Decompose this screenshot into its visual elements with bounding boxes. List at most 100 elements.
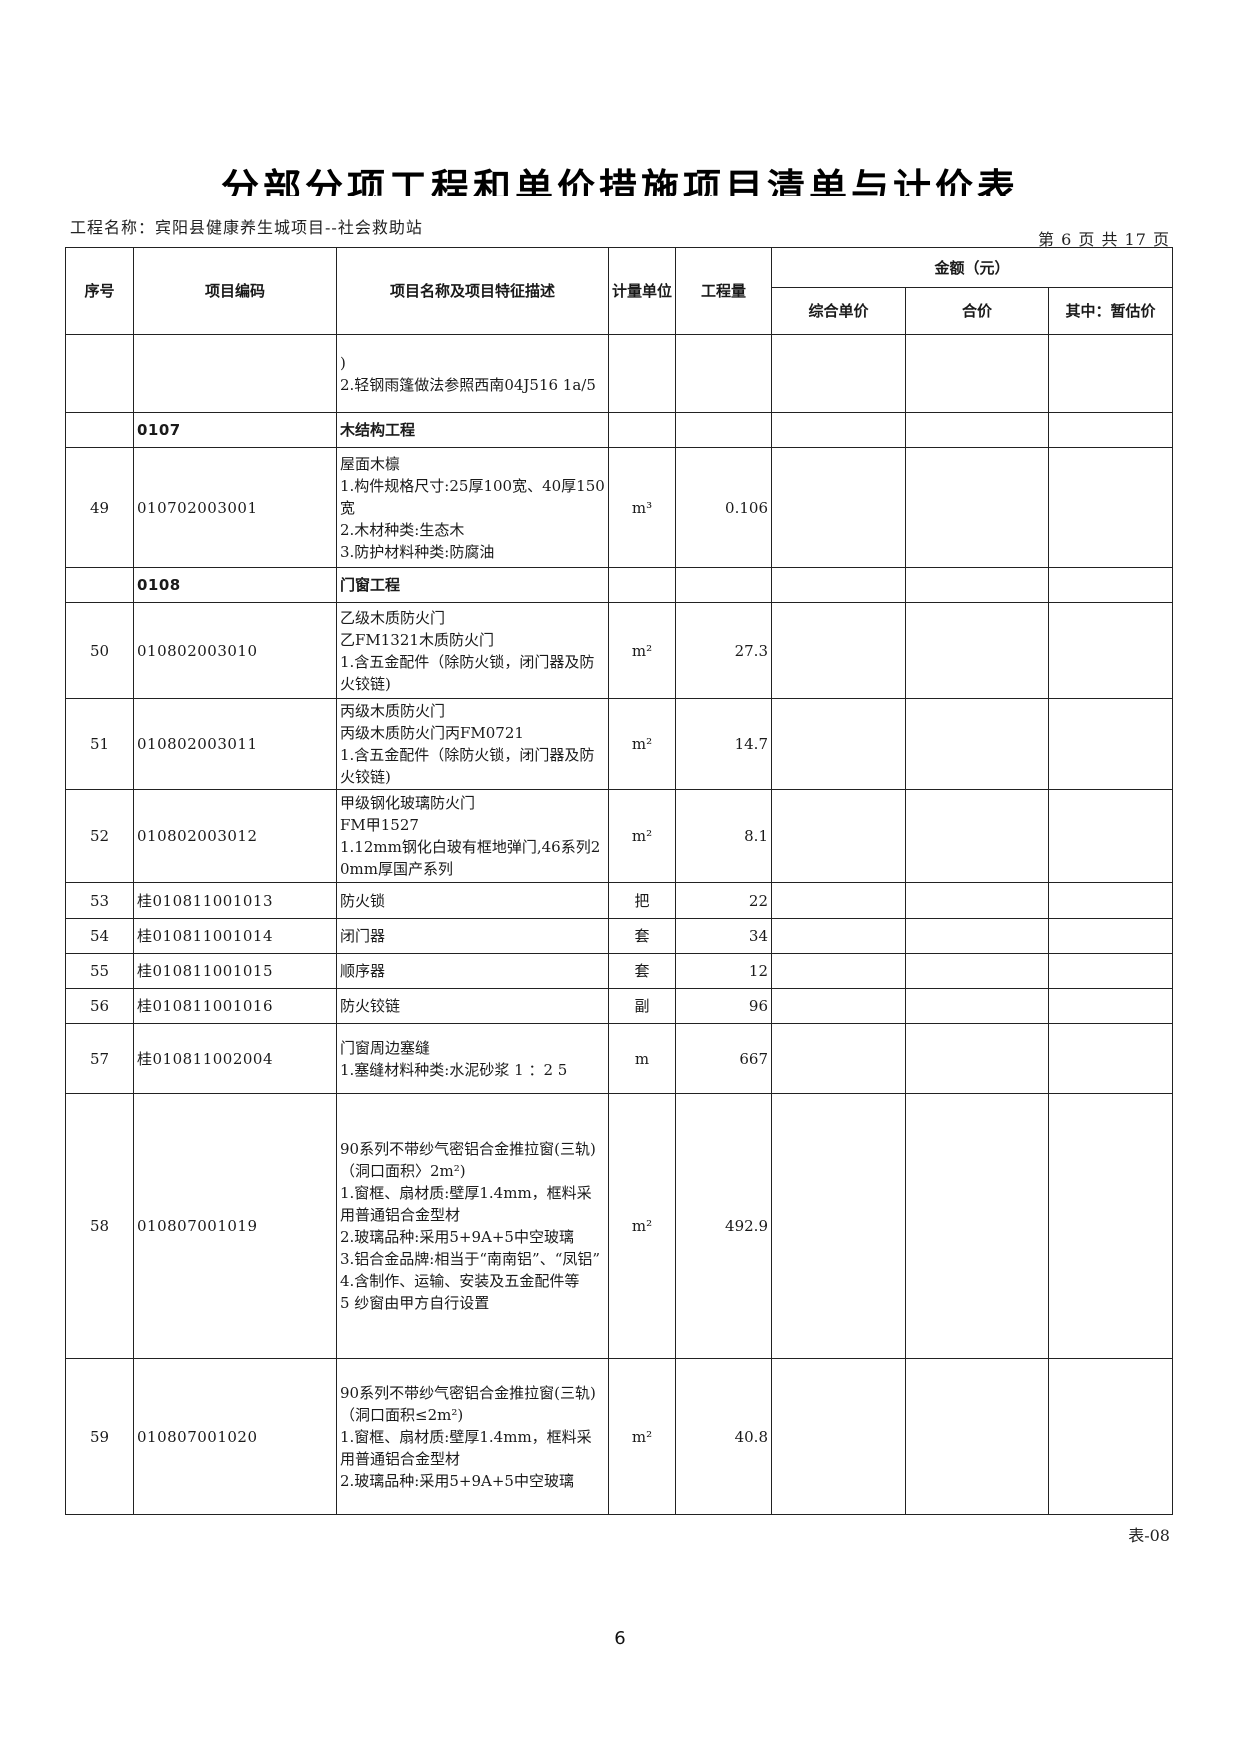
cell-provisional xyxy=(1047,882,1174,919)
cell-desc: 顺序器 xyxy=(336,953,609,989)
cell-no: 50 xyxy=(65,602,134,699)
cell-no: 55 xyxy=(65,953,134,989)
cell-unit-price xyxy=(771,1023,906,1094)
cell-desc: 90系列不带纱气密铝合金推拉窗(三轨)（洞口面积〉2m²) 1.窗框、扇材质:壁… xyxy=(336,1093,609,1359)
cell-unit: 把 xyxy=(608,882,676,919)
cell-code xyxy=(133,334,337,413)
page-info: 第 6 页 共 17 页 xyxy=(1038,230,1170,249)
cell-provisional xyxy=(1047,602,1174,699)
cell-unit-price xyxy=(771,918,906,954)
cell-unit-price xyxy=(771,882,906,919)
cell-code: 0107 xyxy=(133,412,337,448)
cell-provisional xyxy=(1047,698,1174,790)
header-unit: 计量单位 xyxy=(608,247,676,335)
cell-unit: m² xyxy=(608,602,676,699)
header-amount: 金额（元） xyxy=(770,247,1174,288)
header-total: 合价 xyxy=(905,287,1049,335)
cell-desc: 木结构工程 xyxy=(336,412,609,448)
cell-no: 58 xyxy=(65,1093,134,1359)
cell-unit-price xyxy=(771,1358,906,1515)
cell-total xyxy=(905,567,1049,603)
title-clip: 分部分项工程和单价措施项目清单与计价表 xyxy=(0,150,1240,196)
cell-unit-price xyxy=(771,567,906,603)
cell-desc: 丙级木质防火门 丙级木质防火门丙FM0721 1.含五金配件（除防火锁，闭门器及… xyxy=(336,698,609,790)
cell-desc: 防火铰链 xyxy=(336,988,609,1024)
project-name: 工程名称：宾阳县健康养生城项目--社会救助站 xyxy=(70,218,423,237)
cell-provisional xyxy=(1047,988,1174,1024)
cell-unit: 套 xyxy=(608,918,676,954)
cell-qty: 492.9 xyxy=(675,1093,772,1359)
header-code: 项目编码 xyxy=(133,247,337,335)
cell-provisional xyxy=(1047,567,1174,603)
table-row: ) 2.轻钢雨篷做法参照西南04J516 1a/5 xyxy=(65,334,1174,413)
cell-code: 010802003012 xyxy=(133,789,337,883)
cell-code: 0108 xyxy=(133,567,337,603)
cell-desc: 90系列不带纱气密铝合金推拉窗(三轨)（洞口面积≤2m²) 1.窗框、扇材质:壁… xyxy=(336,1358,609,1515)
cell-unit-price xyxy=(771,412,906,448)
cell-code: 010807001020 xyxy=(133,1358,337,1515)
header-no: 序号 xyxy=(65,247,134,335)
page-number: 6 xyxy=(614,1628,626,1649)
cell-unit-price xyxy=(771,789,906,883)
cell-qty: 12 xyxy=(675,953,772,989)
cell-provisional xyxy=(1047,953,1174,989)
header-qty: 工程量 xyxy=(675,247,772,335)
cell-total xyxy=(905,698,1049,790)
cell-total xyxy=(905,1358,1049,1515)
cell-unit: 副 xyxy=(608,988,676,1024)
cell-total xyxy=(905,953,1049,989)
cell-unit-price xyxy=(771,698,906,790)
cell-total xyxy=(905,789,1049,883)
cell-qty: 34 xyxy=(675,918,772,954)
cell-desc: 防火锁 xyxy=(336,882,609,919)
cell-total xyxy=(905,918,1049,954)
cell-desc: 门窗工程 xyxy=(336,567,609,603)
cell-qty: 14.7 xyxy=(675,698,772,790)
cell-total xyxy=(905,412,1049,448)
cell-no: 59 xyxy=(65,1358,134,1515)
cell-code: 010807001019 xyxy=(133,1093,337,1359)
cell-qty: 96 xyxy=(675,988,772,1024)
cell-desc: 门窗周边塞缝 1.塞缝材料种类:水泥砂浆 1 ：2 5 xyxy=(336,1023,609,1094)
cell-unit-price xyxy=(771,602,906,699)
document-title: 分部分项工程和单价措施项目清单与计价表 xyxy=(220,166,1019,196)
header-provisional: 其中：暂估价 xyxy=(1047,287,1174,335)
cell-unit: m² xyxy=(608,698,676,790)
cell-unit: 套 xyxy=(608,953,676,989)
cell-unit-price xyxy=(771,447,906,568)
cell-no: 53 xyxy=(65,882,134,919)
cell-no: 56 xyxy=(65,988,134,1024)
cell-provisional xyxy=(1047,1358,1174,1515)
cell-provisional xyxy=(1047,789,1174,883)
cell-unit: m xyxy=(608,1023,676,1094)
cell-code: 桂010811001013 xyxy=(133,882,337,919)
cell-provisional xyxy=(1047,1023,1174,1094)
cell-qty xyxy=(675,412,772,448)
pricing-table: 序号 项目编码 项目名称及项目特征描述 计量单位 工程量 金额（元） 综合单价 … xyxy=(65,247,1174,1515)
cell-unit xyxy=(608,412,676,448)
cell-provisional xyxy=(1047,1093,1174,1359)
cell-provisional xyxy=(1047,447,1174,568)
cell-unit: m² xyxy=(608,1358,676,1515)
cell-qty xyxy=(675,334,772,413)
cell-qty: 8.1 xyxy=(675,789,772,883)
cell-desc: 闭门器 xyxy=(336,918,609,954)
cell-no: 49 xyxy=(65,447,134,568)
cell-provisional xyxy=(1047,334,1174,413)
cell-code: 010702003001 xyxy=(133,447,337,568)
cell-unit-price xyxy=(771,1093,906,1359)
cell-unit: m² xyxy=(608,789,676,883)
cell-unit-price xyxy=(771,334,906,413)
